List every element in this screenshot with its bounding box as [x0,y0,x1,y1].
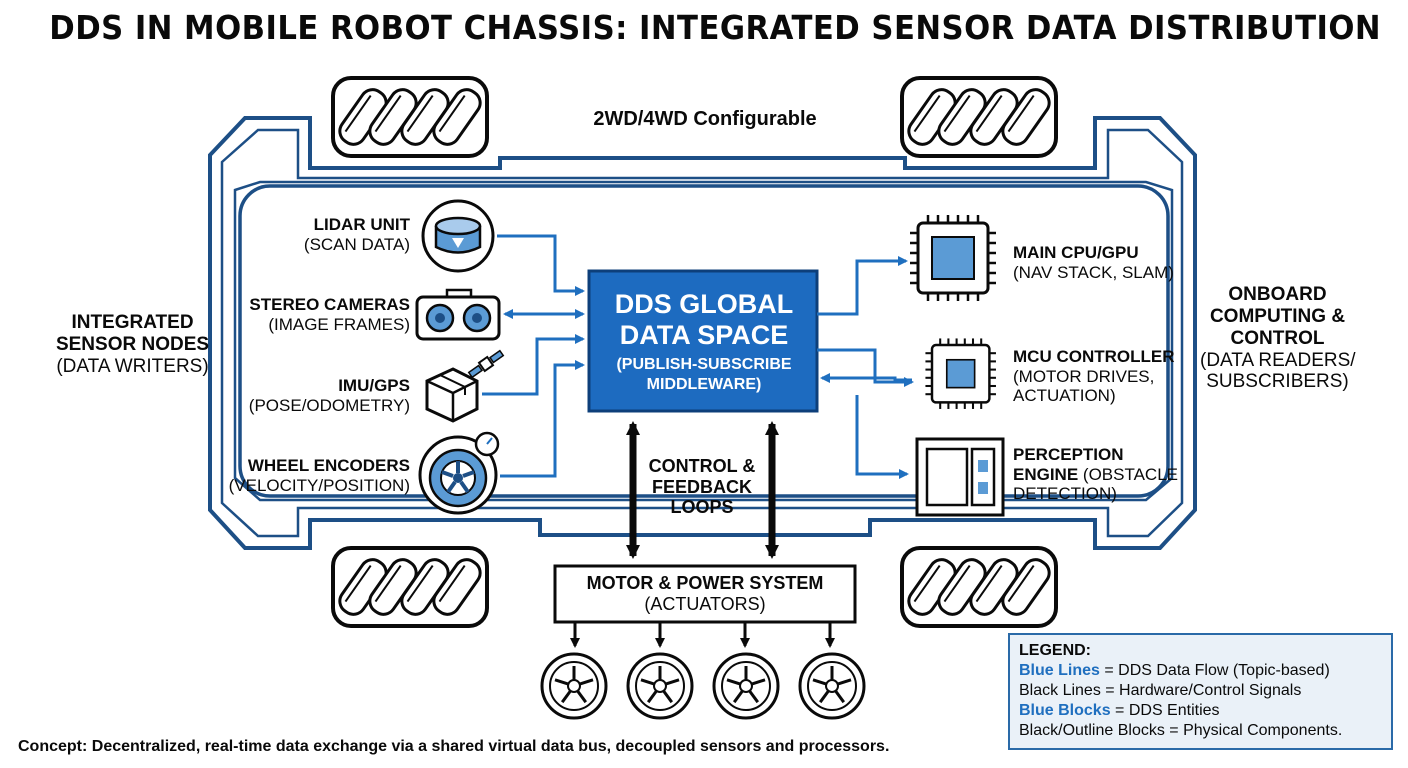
compute-detail-inline: (OBSTACLE [1078,464,1179,484]
computing-title-line1: ONBOARD [1228,284,1327,305]
sensor-nodes-title: INTEGRATED SENSOR NODES [55,312,210,355]
mecanum-wheel-front-right [902,78,1056,156]
legend-box: LEGEND: Blue Lines = DDS Data Flow (Topi… [1008,633,1393,750]
computing-title-line3: CONTROL [1230,327,1325,349]
stereo-camera-icon [415,288,501,341]
mecanum-wheel-rear-right [902,548,1056,626]
sensor-detail: (VELOCITY/POSITION) [228,475,410,495]
sensor-name: IMU/GPS [338,376,410,395]
control-loops-line3: LOOPS [670,497,734,518]
config-label: 2WD/4WD Configurable [593,108,817,130]
motor-detail: (ACTUATORS) [644,593,766,614]
compute-detail-line2: ACTUATION) [1013,386,1116,406]
sensor-name: WHEEL ENCODERS [247,456,410,475]
control-feedback-arrows [626,421,779,559]
sensor-detail: (SCAN DATA) [303,234,410,254]
sensor-stereo-cameras-label: STEREO CAMERAS (IMAGE FRAMES) [200,295,410,334]
control-loops-line2: FEEDBACK [651,476,752,497]
compute-name: MAIN CPU/GPU [1013,243,1139,262]
sensor-detail: (POSE/ODOMETRY) [248,395,410,415]
computing-group-label: ONBOARD COMPUTING & CONTROL (DATA READER… [1200,284,1356,393]
sensor-lidar-label: LIDAR UNIT (SCAN DATA) [220,215,410,254]
actuator-signal-lines [570,622,835,648]
page-title: DDS IN MOBILE ROBOT CHASSIS: INTEGRATED … [49,8,1382,47]
compute-detail-line1: (MOTOR DRIVES, [1013,366,1155,386]
sensor-nodes-group-label: INTEGRATED SENSOR NODES (DATA WRITERS) [40,312,225,378]
cpu-chip-icon [908,213,998,303]
motor-name: MOTOR & POWER SYSTEM [586,573,824,593]
legend-heading: LEGEND: [1019,642,1091,659]
dds-title-line1: DDS GLOBAL [614,289,794,319]
sensor-nodes-subtitle: (DATA WRITERS) [56,355,209,377]
legend-row-blue-lines: Blue Lines = DDS Data Flow (Topic-based) [1019,661,1382,681]
motor-power-system-box [553,564,857,624]
chassis-frame [208,116,1197,550]
concept-footnote: Concept: Decentralized, real-time data e… [18,738,890,755]
mcu-chip-icon [924,337,998,411]
motor-power-label: MOTOR & POWER SYSTEM (ACTUATORS) [555,573,855,614]
compute-detail: (NAV STACK, SLAM) [1013,262,1174,282]
computing-subtitle-line1: (DATA READERS/ [1200,349,1356,371]
sensor-name: STEREO CAMERAS [249,295,410,314]
perception-engine-icon [915,437,1005,517]
compute-perception-label: PERCEPTION ENGINE (OBSTACLE DETECTION) [1013,445,1178,504]
legend-key-blue-lines: Blue Lines [1019,662,1100,679]
legend-row-blue-blocks: Blue Blocks = DDS Entities [1019,701,1382,721]
compute-detail-line2: DETECTION) [1013,484,1117,504]
mecanum-wheel-rear-left [333,548,487,626]
compute-cpu-gpu-label: MAIN CPU/GPU (NAV STACK, SLAM) [1013,243,1174,282]
legend-value: = DDS Entities [1110,702,1220,719]
legend-row-outline-blocks: Black/Outline Blocks = Physical Componen… [1019,722,1343,739]
control-feedback-label: CONTROL & FEEDBACK LOOPS [646,456,758,518]
lidar-icon [421,199,495,273]
dds-title-line2: DATA SPACE [619,320,789,350]
drive-wheel-icon [798,652,866,720]
compute-name-line2: ENGINE [1013,464,1079,484]
computing-subtitle-line2: SUBSCRIBERS) [1206,371,1349,393]
control-loops-line1: CONTROL & [648,456,756,476]
dds-subtitle-line2: MIDDLEWARE) [646,376,762,393]
computing-title-line2: COMPUTING & [1209,305,1346,327]
dds-data-flow-lines [482,234,914,479]
compute-name: MCU CONTROLLER [1013,347,1175,366]
dds-subtitle-line1: (PUBLISH-SUBSCRIBE [616,356,792,373]
legend-value: = DDS Data Flow (Topic-based) [1099,662,1330,679]
dds-global-data-space-block [587,269,819,413]
sensor-wheel-encoders-label: WHEEL ENCODERS (VELOCITY/POSITION) [200,456,410,495]
compute-mcu-label: MCU CONTROLLER (MOTOR DRIVES, ACTUATION) [1013,347,1174,406]
wheel-encoder-icon [418,431,500,515]
imu-gps-icon [425,349,505,423]
sensor-name: LIDAR UNIT [313,215,410,234]
legend-row-black-lines: Black Lines = Hardware/Control Signals [1019,682,1302,699]
dds-block-text: DDS GLOBAL DATA SPACE (PUBLISH-SUBSCRIBE… [593,273,815,409]
drive-wheel-icon [712,652,780,720]
legend-key-blue-blocks: Blue Blocks [1019,702,1111,719]
sensor-detail: (IMAGE FRAMES) [268,314,410,334]
drive-wheel-icon [626,652,694,720]
sensor-imu-gps-label: IMU/GPS (POSE/ODOMETRY) [200,376,410,415]
compute-name-line1: PERCEPTION [1013,445,1124,464]
mecanum-wheel-front-left [333,78,487,156]
drive-wheel-icon [540,652,608,720]
